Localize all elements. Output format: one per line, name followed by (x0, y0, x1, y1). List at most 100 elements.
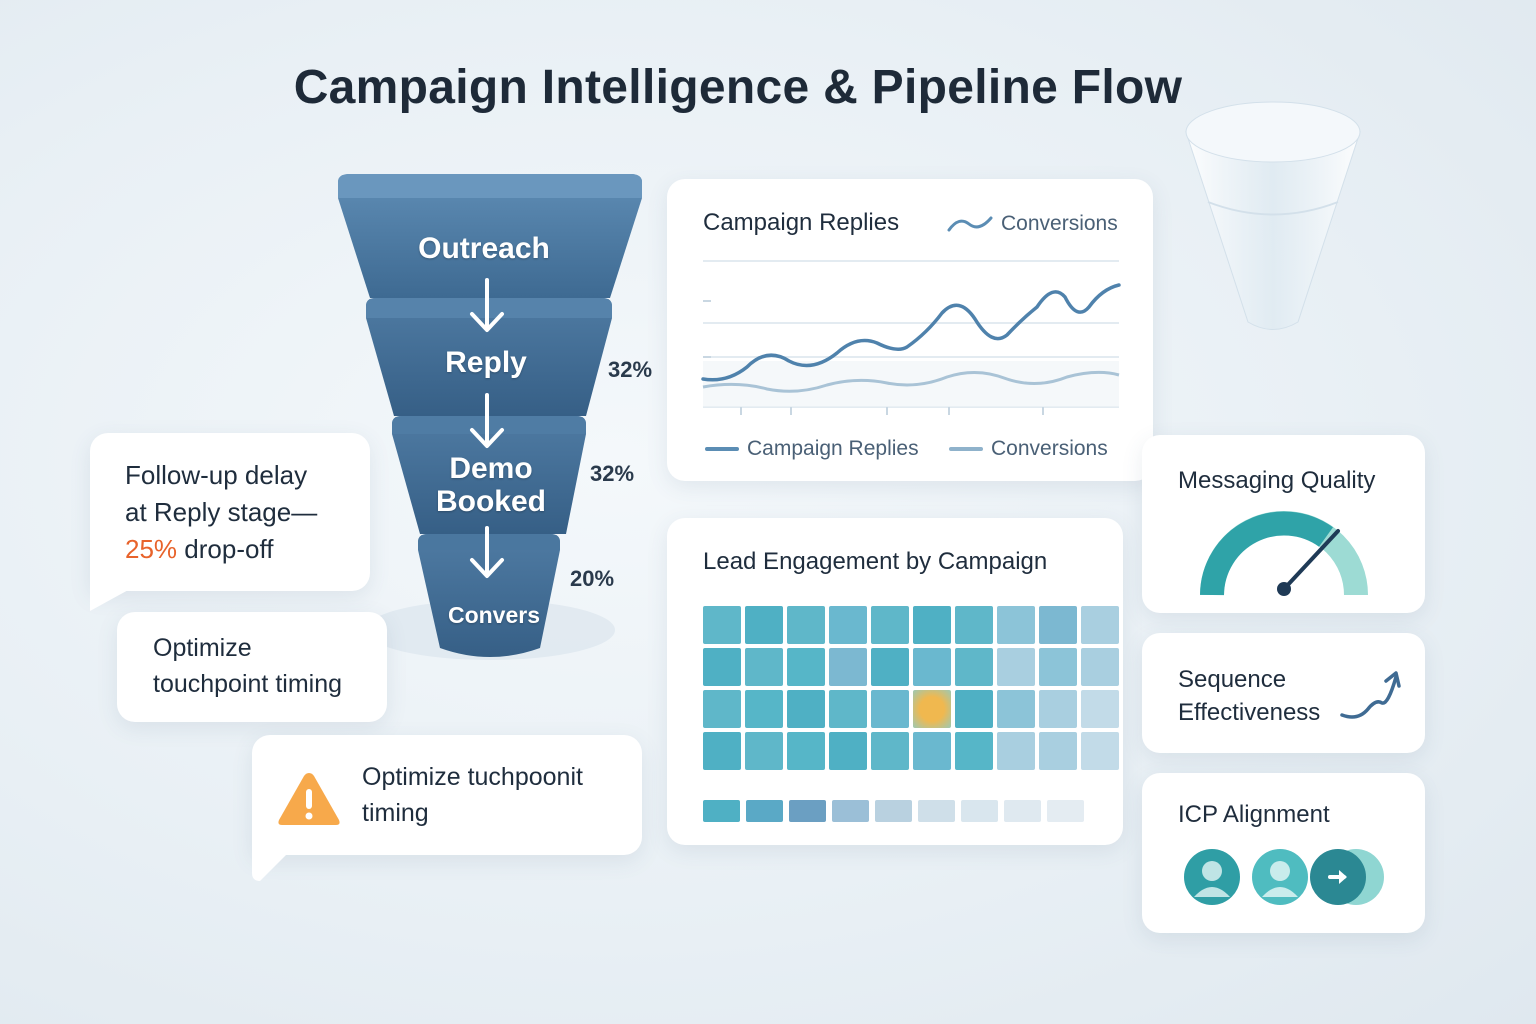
heatmap-cell[interactable] (913, 648, 951, 686)
heatmap-cell[interactable] (787, 648, 825, 686)
heatmap-scale-swatch (703, 800, 740, 822)
heatmap-cell[interactable] (1039, 690, 1077, 728)
funnel-stage-convers (418, 534, 560, 657)
messaging-quality-title: Messaging Quality (1178, 467, 1376, 494)
heatmap-scale-swatch (832, 800, 869, 822)
optimize-line1: Optimize (153, 634, 252, 662)
heatmap-cell[interactable] (955, 606, 993, 644)
heatmap-cell[interactable] (787, 732, 825, 770)
arrow-down-icon (470, 526, 504, 578)
followup-line2: at Reply stage— (125, 497, 318, 527)
lead-engagement-heatmap-card: Lead Engagement by Campaign (667, 518, 1123, 845)
heatmap-cell[interactable] (913, 606, 951, 644)
legend-swatch-replies (705, 447, 739, 451)
heatmap-cell[interactable] (997, 732, 1035, 770)
legend-label-conversions: Conversions (991, 437, 1108, 460)
heatmap-cell[interactable] (745, 732, 783, 770)
heatmap-cell[interactable] (1081, 648, 1119, 686)
followup-line1: Follow-up delay (125, 460, 308, 490)
heatmap-cell[interactable] (1081, 732, 1119, 770)
sequence-title: Sequence Effectiveness (1178, 663, 1320, 729)
funnel-stage-outreach (338, 174, 642, 298)
heatmap-cell[interactable] (955, 732, 993, 770)
next-arrow-button[interactable] (1310, 849, 1366, 905)
gauge-icon (1200, 511, 1368, 596)
heatmap-cell[interactable] (745, 648, 783, 686)
user-icon (1194, 861, 1230, 897)
decorative-funnel-icon (1185, 101, 1361, 330)
heatmap-cell[interactable] (787, 690, 825, 728)
funnel-label-reply: Reply (445, 346, 527, 379)
funnel-stage-demo (392, 416, 586, 534)
legend-conversions: Conversions (949, 437, 1108, 461)
heatmap-cell[interactable] (913, 690, 951, 728)
arrow-down-icon (470, 278, 504, 332)
heatmap-scale-swatch (918, 800, 955, 822)
arrow-down-icon (470, 393, 504, 448)
heatmap-scale-swatch (961, 800, 998, 822)
conversion-rate-convers: 20% (570, 566, 615, 591)
funnel-label-demo: Demo Booked (435, 452, 546, 518)
heatmap-cell[interactable] (703, 732, 741, 770)
line-chart-plot (701, 260, 1121, 415)
heatmap-cell[interactable] (955, 690, 993, 728)
legend-swatch-conversions (949, 447, 983, 451)
heatmap-cell[interactable] (703, 690, 741, 728)
warning-line2: timing (362, 799, 429, 827)
heatmap-cell[interactable] (997, 648, 1035, 686)
heatmap-cell[interactable] (1081, 606, 1119, 644)
warning-line1: Optimize tuchpoonit (362, 763, 583, 791)
icp-title: ICP Alignment (1178, 801, 1330, 828)
conversion-rate-demo: 32% (590, 461, 635, 486)
heatmap-cell[interactable] (703, 606, 741, 644)
heatmap-title: Lead Engagement by Campaign (703, 548, 1048, 575)
heatmap-cell[interactable] (1039, 648, 1077, 686)
top-legend-label: Conversions (1001, 212, 1118, 235)
page-title: Campaign Intelligence & Pipeline Flow (293, 61, 1183, 114)
conversions-series-line (702, 370, 1120, 393)
callout-tail (90, 589, 130, 611)
trend-up-arrow-icon (1340, 671, 1401, 719)
heatmap-cell[interactable] (745, 606, 783, 644)
heatmap-cell[interactable] (829, 732, 867, 770)
funnel-label-outreach: Outreach (418, 232, 550, 265)
heatmap-cell[interactable] (1081, 690, 1119, 728)
replies-series-line (701, 283, 1121, 382)
heatmap-scale-swatch (1047, 800, 1084, 822)
heatmap-cell[interactable] (1039, 732, 1077, 770)
user-icon (1262, 861, 1298, 897)
heatmap-cell[interactable] (787, 606, 825, 644)
top-legend: Conversions (947, 212, 1118, 236)
heatmap-cell[interactable] (703, 648, 741, 686)
heatmap-cell[interactable] (955, 648, 993, 686)
pipeline-funnel (338, 174, 642, 660)
heatmap-scale-swatch (789, 800, 826, 822)
optimize-line2: touchpoint timing (153, 670, 343, 698)
heatmap-cell[interactable] (997, 606, 1035, 644)
arrow-right-icon (1328, 870, 1347, 884)
heatmap-cell[interactable] (871, 732, 909, 770)
heatmap-scale-swatch (746, 800, 783, 822)
heatmap-cell[interactable] (997, 690, 1035, 728)
sequence-title-line1: Sequence (1178, 666, 1287, 693)
heatmap-cell[interactable] (1039, 606, 1077, 644)
messaging-quality-card[interactable]: Messaging Quality (1142, 435, 1425, 613)
warning-triangle-icon (278, 773, 340, 825)
legend-replies: Campaign Replies (705, 437, 919, 461)
campaign-replies-chart-card: Campaign Replies Conversions Campaign Re… (667, 179, 1153, 481)
heatmap-cell[interactable] (829, 690, 867, 728)
optimize-timing-callout: Optimize touchpoint timing (117, 612, 387, 722)
heatmap-cell[interactable] (871, 690, 909, 728)
icp-alignment-card[interactable]: ICP Alignment (1142, 773, 1425, 933)
dropoff-percentage: 25% (125, 534, 178, 564)
legend-label-replies: Campaign Replies (747, 437, 919, 460)
heatmap-cell[interactable] (871, 648, 909, 686)
sequence-effectiveness-card[interactable]: Sequence Effectiveness (1142, 633, 1425, 753)
heatmap-scale-swatch (1004, 800, 1041, 822)
heatmap-cell[interactable] (913, 732, 951, 770)
funnel-stage-reply (366, 298, 612, 416)
heatmap-cell[interactable] (745, 690, 783, 728)
heatmap-cell[interactable] (829, 648, 867, 686)
heatmap-cell[interactable] (829, 606, 867, 644)
heatmap-cell[interactable] (871, 606, 909, 644)
